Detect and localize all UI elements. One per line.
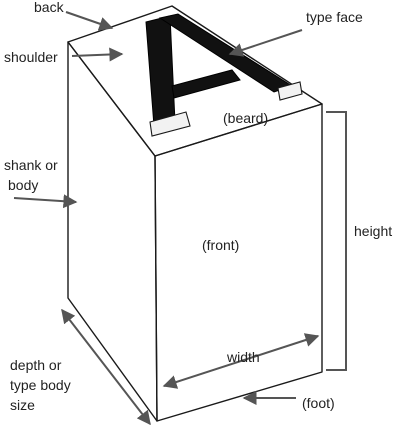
shoulder-arrow — [71, 47, 124, 62]
depth-arrow — [61, 308, 151, 426]
front-label: (front) — [202, 237, 239, 253]
type-face-arrow — [228, 29, 303, 57]
right-serif — [277, 81, 303, 101]
shank-label-line2: body — [8, 177, 38, 193]
letter-left-stroke — [145, 15, 176, 127]
shoulder-label: shoulder — [4, 49, 58, 65]
side-face — [67, 41, 158, 422]
depth-label-line3: size — [10, 397, 35, 413]
shank-arrow — [13, 194, 78, 209]
arrows — [13, 11, 347, 426]
foot-label: (foot) — [302, 395, 335, 411]
shank-label-line1: shank or — [4, 157, 58, 173]
labels: back type face shoulder (beard) shank or… — [4, 0, 392, 413]
letter-crossbar — [171, 69, 241, 99]
front-face — [154, 103, 323, 422]
type-face-label: type face — [306, 9, 363, 25]
height-bracket — [326, 111, 347, 371]
back-arrow — [65, 11, 114, 31]
left-serif — [149, 111, 191, 137]
width-label: width — [226, 349, 260, 365]
width-arrow — [162, 333, 320, 389]
height-label: height — [354, 223, 392, 239]
depth-label-line1: depth or — [10, 357, 62, 373]
depth-label-line2: type body — [10, 377, 71, 393]
type-face-letter — [145, 13, 303, 137]
beard-label: (beard) — [223, 110, 268, 126]
back-label: back — [34, 0, 65, 15]
type-block — [67, 5, 323, 422]
